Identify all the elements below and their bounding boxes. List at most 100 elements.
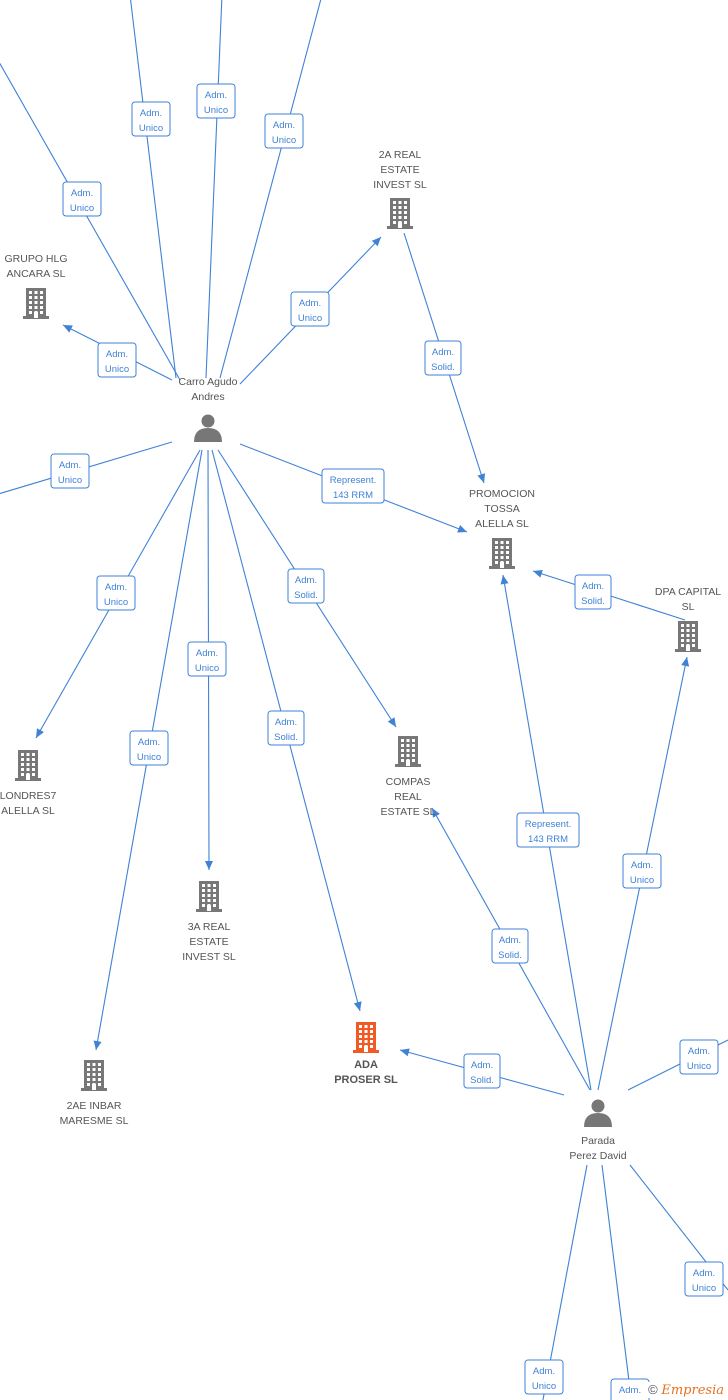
building-icon	[675, 621, 701, 652]
edge-role-label[interactable]: Adm.Unico	[684, 1261, 724, 1297]
edge-role-label[interactable]: Adm.Solid.	[463, 1053, 501, 1089]
node-label: PROSER SL	[334, 1074, 398, 1086]
edge-role-text: Adm.	[273, 120, 295, 131]
edge-role-text: 143 RRM	[333, 490, 373, 501]
company-node-ada[interactable]: ADA PROSER SL	[334, 1022, 398, 1086]
edge-role-label[interactable]: Adm.Unico	[129, 730, 169, 766]
edge-role-text: Adm.	[499, 935, 521, 946]
edge-role-text: Adm.	[196, 648, 218, 659]
edge-role-text: Solid.	[431, 362, 455, 373]
edge-role-label[interactable]: Adm. Unico	[264, 113, 304, 149]
edge-role-text: Unico	[58, 475, 82, 486]
credit-footer: © Empresia	[646, 1382, 726, 1398]
edge-role-text: Adm.	[106, 349, 128, 360]
edge-arrowhead	[353, 1001, 362, 1011]
edge-role-text: Adm.	[688, 1046, 710, 1057]
edge-role-label[interactable]: Adm.Unico	[187, 641, 227, 677]
edge-role-text: Unico	[692, 1283, 716, 1294]
edge-role-text: Adm.	[275, 717, 297, 728]
node-label: ALELLA SL	[1, 805, 55, 817]
node-label: ANCARA SL	[7, 268, 66, 280]
edge-arrowhead	[93, 1040, 102, 1050]
building-icon	[81, 1060, 107, 1091]
edge-role-label[interactable]: Represent. 143 RRM	[516, 812, 580, 848]
edge-role-text: Solid.	[294, 590, 318, 601]
node-label: ESTATE	[380, 164, 419, 176]
edge-role-text: Adm.	[138, 737, 160, 748]
edge-line	[130, 0, 177, 379]
edge-role-label[interactable]: Adm.Unico	[62, 181, 102, 217]
node-label: INVEST SL	[182, 951, 236, 963]
edge-role-text: Adm.	[471, 1060, 493, 1071]
node-label: Parada	[581, 1135, 615, 1147]
person-icon	[194, 414, 222, 442]
edge-role-text: 143 RRM	[528, 834, 568, 845]
edge-role-text: Adm.	[299, 298, 321, 309]
edge-line	[0, 62, 181, 381]
building-icon	[489, 538, 515, 569]
node-label: INVEST SL	[373, 179, 427, 191]
empresia-logo: Empresia	[661, 1383, 724, 1398]
edge-role-text: Adm.	[295, 575, 317, 586]
node-label: DPA CAPITAL	[655, 586, 721, 598]
building-icon	[15, 750, 41, 781]
edge-role-text: Unico	[272, 135, 296, 146]
edge-role-label[interactable]: Adm.Solid.	[574, 574, 612, 610]
edge-arrowhead	[500, 575, 509, 585]
edge-role-label[interactable]: Adm.Unico	[96, 575, 136, 611]
edge-role-text: Unico	[105, 364, 129, 375]
edge-role-text: Adm.	[619, 1385, 641, 1396]
edge-arrowhead	[533, 569, 543, 578]
edge-role-label[interactable]: Adm. Unico	[50, 453, 90, 489]
edge-role-label[interactable]: Adm.Solid.	[491, 928, 529, 964]
edge-role-text: Adm.	[631, 860, 653, 871]
node-label: ADA	[354, 1059, 378, 1071]
edge-role-label[interactable]: Adm. Solid.	[287, 568, 325, 604]
company-node-dpa[interactable]: DPA CAPITAL SL	[655, 586, 721, 652]
node-label: COMPAS	[386, 776, 431, 788]
node-label: LONDRES7	[0, 790, 56, 802]
company-node-a2[interactable]: 2A REAL ESTATE INVEST SL	[373, 149, 427, 229]
edge-role-label[interactable]: Adm. Solid.	[424, 340, 462, 376]
building-icon	[353, 1022, 379, 1053]
edge-role-text: Represent.	[330, 475, 376, 486]
edge-role-text: Represent.	[525, 819, 571, 830]
node-label: SL	[682, 601, 695, 613]
edge-role-label[interactable]: Adm. Unico	[679, 1039, 719, 1075]
edge-role-text: Adm.	[59, 460, 81, 471]
node-label: Carro Agudo	[179, 376, 238, 388]
edge-role-label[interactable]: Adm.Unico	[131, 101, 171, 137]
edge-role-text: Unico	[687, 1061, 711, 1072]
node-label: ALELLA SL	[475, 518, 529, 530]
edge-role-label[interactable]: Adm. Unico	[97, 342, 137, 378]
edge-role-label[interactable]: Adm.Unico	[622, 853, 662, 889]
edge-role-text: Unico	[70, 203, 94, 214]
edge-role-label[interactable]: Represent. 143 RRM	[321, 468, 385, 504]
edge-role-label[interactable]: Adm.Unico	[610, 1378, 650, 1400]
edge-role-text: Unico	[532, 1381, 556, 1392]
node-label: ESTATE	[189, 936, 228, 948]
edge-role-label[interactable]: Adm. Unico	[196, 83, 236, 119]
edge-role-label[interactable]: Adm.Solid.	[267, 710, 305, 746]
edge-arrowhead	[400, 1048, 410, 1057]
edge-role-text: Solid.	[581, 596, 605, 607]
node-label: 2A REAL	[379, 149, 422, 161]
node-label: ESTATE SL	[380, 806, 435, 818]
edge-arrowhead	[432, 808, 440, 818]
edge-role-text: Unico	[204, 105, 228, 116]
edge-role-text: Adm.	[432, 347, 454, 358]
edge-role-label[interactable]: Adm.Unico	[524, 1359, 564, 1395]
building-icon	[395, 736, 421, 767]
edge-role-text: Adm.	[105, 582, 127, 593]
edge-role-label[interactable]: Adm.Unico	[290, 291, 330, 327]
edge-role-text: Adm.	[205, 90, 227, 101]
